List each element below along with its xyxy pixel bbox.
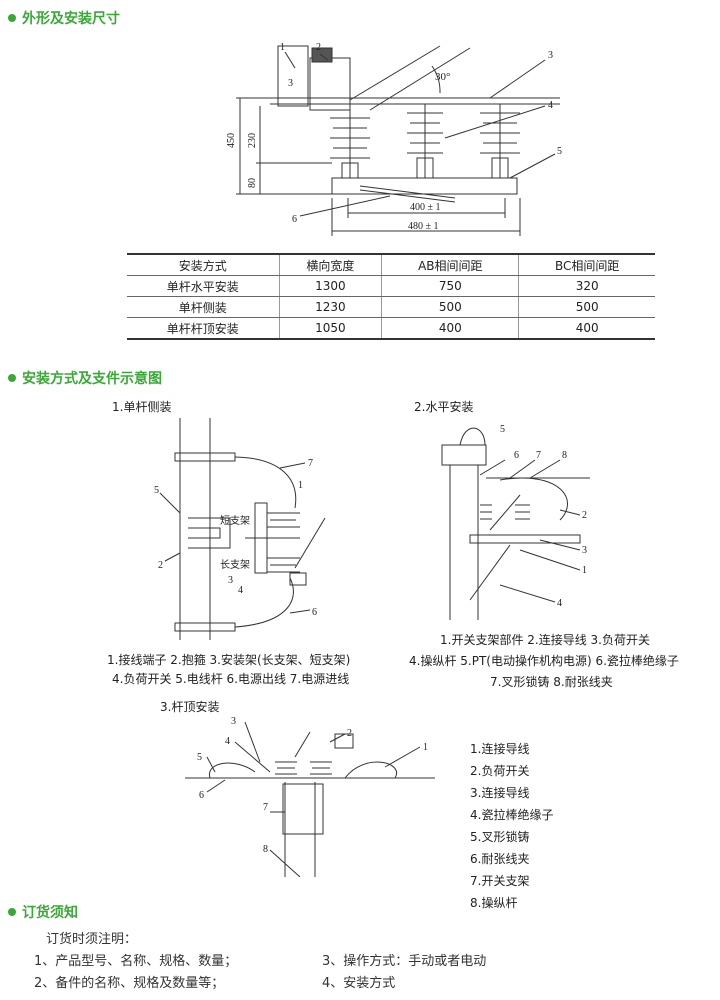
callout-8: 8 (562, 450, 567, 461)
table-cell: 320 (518, 275, 655, 297)
callout-5: 5 (197, 752, 202, 763)
dim-450: 450 (226, 133, 237, 148)
section-title: 订货须知 (22, 905, 78, 921)
table-header: 安装方式 (127, 253, 279, 276)
table-cell: 1230 (278, 296, 382, 318)
bullet-icon (8, 14, 16, 22)
table-cell: 400 (381, 317, 519, 340)
table-cell: 1050 (278, 317, 382, 340)
callout-2: 2 (158, 560, 163, 571)
table-header: BC相间间距 (518, 253, 655, 276)
section-title: 外形及安装尺寸 (22, 11, 120, 27)
callout-7: 7 (536, 450, 541, 461)
callout-7: 7 (263, 802, 268, 813)
legend-item: 2.负荷开关 (470, 764, 530, 778)
callout-6: 6 (292, 214, 297, 225)
order-intro: 订货时须注明： (46, 932, 138, 947)
callout-2: 2 (316, 42, 321, 53)
spec-table: 安装方式 横向宽度 AB相间间距 BC相间间距 单杆水平安装 1300 750 … (127, 253, 655, 340)
callout-3: 3 (231, 716, 236, 727)
side-install-caption-1: 1.接线端子 2.抱箍 3.安装架(长支架、短支架) (107, 653, 351, 667)
horizontal-install-caption-2: 4.操纵杆 5.PT(电动操作机构电源) 6.瓷拉棒绝缘子 (409, 654, 679, 668)
short-bracket-label: 短支架 (220, 514, 250, 527)
callout-2: 2 (347, 728, 352, 739)
side-install-title: 1.单杆侧装 (112, 400, 172, 414)
callout-3: 3 (582, 545, 587, 556)
dim-230: 230 (247, 133, 258, 148)
callout-2: 2 (582, 510, 587, 521)
section-header-dimensions: 外形及安装尺寸 (8, 8, 120, 28)
top-install-title: 3.杆顶安装 (160, 700, 220, 714)
table-cell: 400 (518, 317, 655, 340)
section-header-ordering: 订货须知 (8, 902, 78, 922)
table-row: 单杆水平安装 1300 750 320 (127, 275, 655, 297)
bullet-icon (8, 374, 16, 382)
callout-3: 3 (228, 575, 233, 586)
table-header: AB相间间距 (381, 253, 519, 276)
callout-3a: 3 (288, 78, 293, 89)
order-item: 4、安装方式 (322, 976, 396, 991)
top-install-drawing: 3 4 5 6 2 1 7 8 (185, 716, 435, 877)
legend-item: 8.操纵杆 (470, 896, 518, 910)
legend-item: 1.连接导线 (470, 742, 530, 756)
legend-item: 6.耐张线夹 (470, 852, 530, 866)
legend-item: 4.瓷拉棒绝缘子 (470, 808, 554, 822)
callout-3b: 3 (548, 50, 553, 61)
dim-400: 400 ± 1 (410, 202, 441, 213)
table-cell: 1300 (278, 275, 382, 297)
table-cell: 单杆杆顶安装 (127, 317, 279, 340)
legend-item: 7.开关支架 (470, 874, 530, 888)
bullet-icon (8, 908, 16, 916)
table-header-row: 安装方式 横向宽度 AB相间间距 BC相间间距 (127, 253, 655, 276)
section-title: 安装方式及支件示意图 (22, 371, 162, 387)
table-header: 横向宽度 (278, 253, 382, 276)
order-item: 2、备件的名称、规格及数量等； (34, 976, 225, 991)
callout-6: 6 (514, 450, 519, 461)
callout-8: 8 (263, 844, 268, 855)
long-bracket-label: 长支架 (220, 559, 250, 571)
callout-5: 5 (500, 424, 505, 435)
table-cell: 单杆水平安装 (127, 275, 279, 297)
table-row: 单杆杆顶安装 1050 400 400 (127, 317, 655, 340)
table-cell: 750 (381, 275, 519, 297)
legend-item: 3.连接导线 (470, 786, 530, 800)
dim-80: 80 (247, 178, 258, 188)
callout-1: 1 (280, 42, 285, 53)
callout-5: 5 (557, 146, 562, 157)
callout-4: 4 (557, 598, 562, 609)
horizontal-install-caption-3: 7.叉形锁铸 8.耐张线夹 (490, 675, 613, 689)
callout-4: 4 (225, 736, 230, 747)
callout-1: 1 (582, 565, 587, 576)
legend-item: 5.叉形锁铸 (470, 830, 530, 844)
callout-1: 1 (298, 480, 303, 491)
table-row: 单杆侧装 1230 500 500 (127, 296, 655, 318)
callout-6: 6 (199, 790, 204, 801)
dimension-drawing: 1 2 3 3 4 5 6 30° 450 230 80 400 ± 1 480… (226, 42, 562, 236)
callout-6: 6 (312, 607, 317, 618)
callout-4: 4 (548, 100, 553, 111)
horizontal-install-drawing: 5 6 7 8 2 3 1 4 (441, 424, 590, 620)
callout-1: 1 (423, 742, 428, 753)
horizontal-install-title: 2.水平安装 (414, 400, 474, 414)
table-cell: 500 (518, 296, 655, 318)
callout-5: 5 (154, 485, 159, 496)
order-item: 1、产品型号、名称、规格、数量； (34, 954, 238, 969)
horizontal-install-caption-1: 1.开关支架部件 2.连接导线 3.负荷开关 (440, 633, 650, 647)
side-install-drawing: 短支架 长支架 1 2 3 4 5 6 7 (154, 418, 326, 640)
callout-4: 4 (238, 585, 243, 596)
dim-480: 480 ± 1 (408, 221, 439, 232)
side-install-caption-2: 4.负荷开关 5.电线杆 6.电源出线 7.电源进线 (112, 672, 350, 686)
top-install-legend: 1.连接导线 2.负荷开关 3.连接导线 4.瓷拉棒绝缘子 5.叉形锁铸 6.耐… (470, 738, 553, 914)
order-item: 3、操作方式：手动或者电动 (322, 954, 487, 969)
callout-7: 7 (308, 458, 313, 469)
table-cell: 500 (381, 296, 519, 318)
angle-label: 30° (435, 71, 450, 83)
table-cell: 单杆侧装 (127, 296, 279, 318)
section-header-installation: 安装方式及支件示意图 (8, 368, 162, 388)
